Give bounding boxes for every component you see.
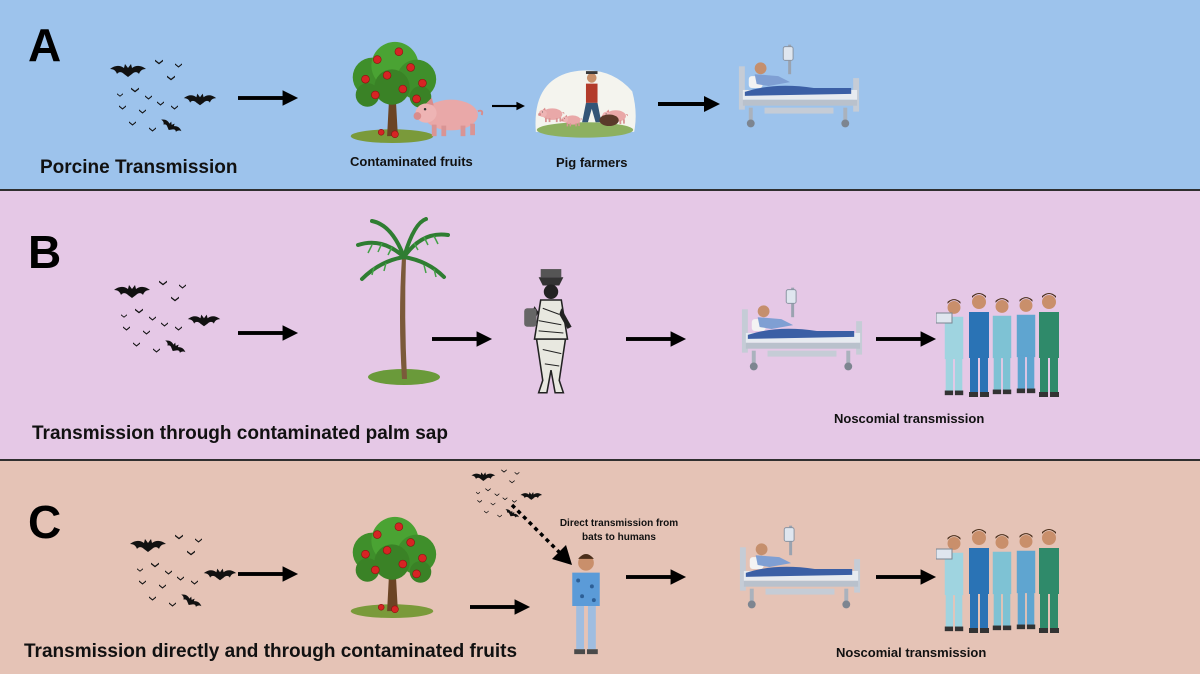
bat-swarm-icon bbox=[108, 56, 228, 146]
arrow-icon bbox=[470, 597, 532, 617]
contaminated-fruits-caption: Contaminated fruits bbox=[350, 154, 473, 169]
bat-swarm-icon bbox=[128, 531, 248, 621]
arrow-icon bbox=[492, 98, 526, 114]
arrow-icon bbox=[238, 564, 300, 584]
arrow-icon bbox=[876, 567, 938, 587]
arrow-icon bbox=[876, 329, 938, 349]
pig-farmers-caption: Pig farmers bbox=[556, 155, 628, 170]
panel-heading: Transmission through contaminated palm s… bbox=[32, 423, 448, 444]
hospital-bed-icon bbox=[738, 285, 866, 375]
panel-letter: B bbox=[28, 226, 62, 278]
panel-heading: Porcine Transmission bbox=[40, 157, 238, 178]
healthcare-workers-icon bbox=[936, 525, 1076, 645]
panel-letter: A bbox=[28, 19, 62, 71]
fruit-tree-icon bbox=[338, 513, 446, 621]
panel-porcine-transmission: A Porcine Transmission Contaminated frui… bbox=[0, 0, 1200, 189]
pig-icon bbox=[412, 92, 490, 140]
arrow-icon bbox=[432, 329, 494, 349]
caption-line: bats to humans bbox=[582, 532, 656, 543]
arrow-icon bbox=[626, 567, 688, 587]
nosocomial-caption: Noscomial transmission bbox=[834, 411, 985, 426]
pig-farm-icon bbox=[532, 62, 638, 140]
arrow-icon bbox=[626, 329, 688, 349]
healthcare-workers-icon bbox=[936, 289, 1076, 409]
arrow-icon bbox=[658, 94, 722, 114]
panel-direct-and-fruit-transmission: C Direct transmission from bats to human… bbox=[0, 459, 1200, 674]
arrow-icon bbox=[238, 88, 300, 108]
bat-swarm-icon bbox=[112, 277, 232, 367]
direct-transmission-caption: Direct transmission from bats to humans bbox=[552, 517, 686, 545]
panel-palm-sap-transmission: B Transmission through contaminated palm… bbox=[0, 189, 1200, 459]
palm-tree-icon bbox=[352, 217, 452, 387]
hospital-bed-icon bbox=[735, 42, 863, 132]
arrow-icon bbox=[238, 323, 300, 343]
hospital-bed-icon bbox=[736, 523, 864, 613]
sap-collector-icon bbox=[520, 267, 582, 401]
dashed-arrow-icon bbox=[510, 503, 572, 565]
panel-letter: C bbox=[28, 496, 62, 548]
caption-line: Direct transmission from bbox=[559, 518, 679, 529]
nosocomial-caption: Noscomial transmission bbox=[836, 645, 987, 660]
panel-heading: Transmission directly and through contam… bbox=[24, 641, 518, 662]
person-icon bbox=[566, 553, 606, 661]
